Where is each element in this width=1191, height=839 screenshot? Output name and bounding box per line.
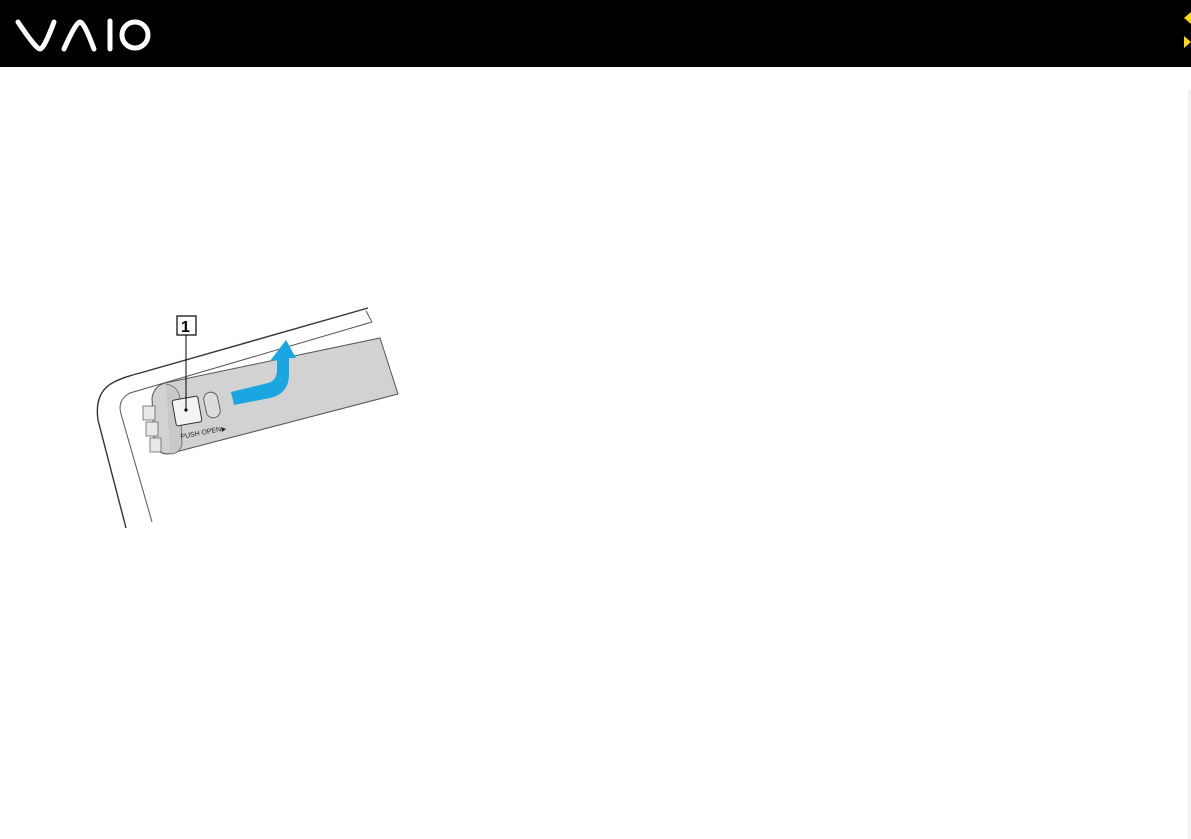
slot-cover-illustration: PUSH OPEN 1 [0, 290, 420, 540]
triangle-left-icon[interactable] [1184, 12, 1191, 24]
page-nav [1181, 0, 1191, 67]
header-bar [0, 0, 1191, 67]
triangle-right-icon[interactable] [1184, 36, 1191, 48]
vaio-logo [14, 13, 154, 55]
callout-number: 1 [181, 319, 190, 336]
